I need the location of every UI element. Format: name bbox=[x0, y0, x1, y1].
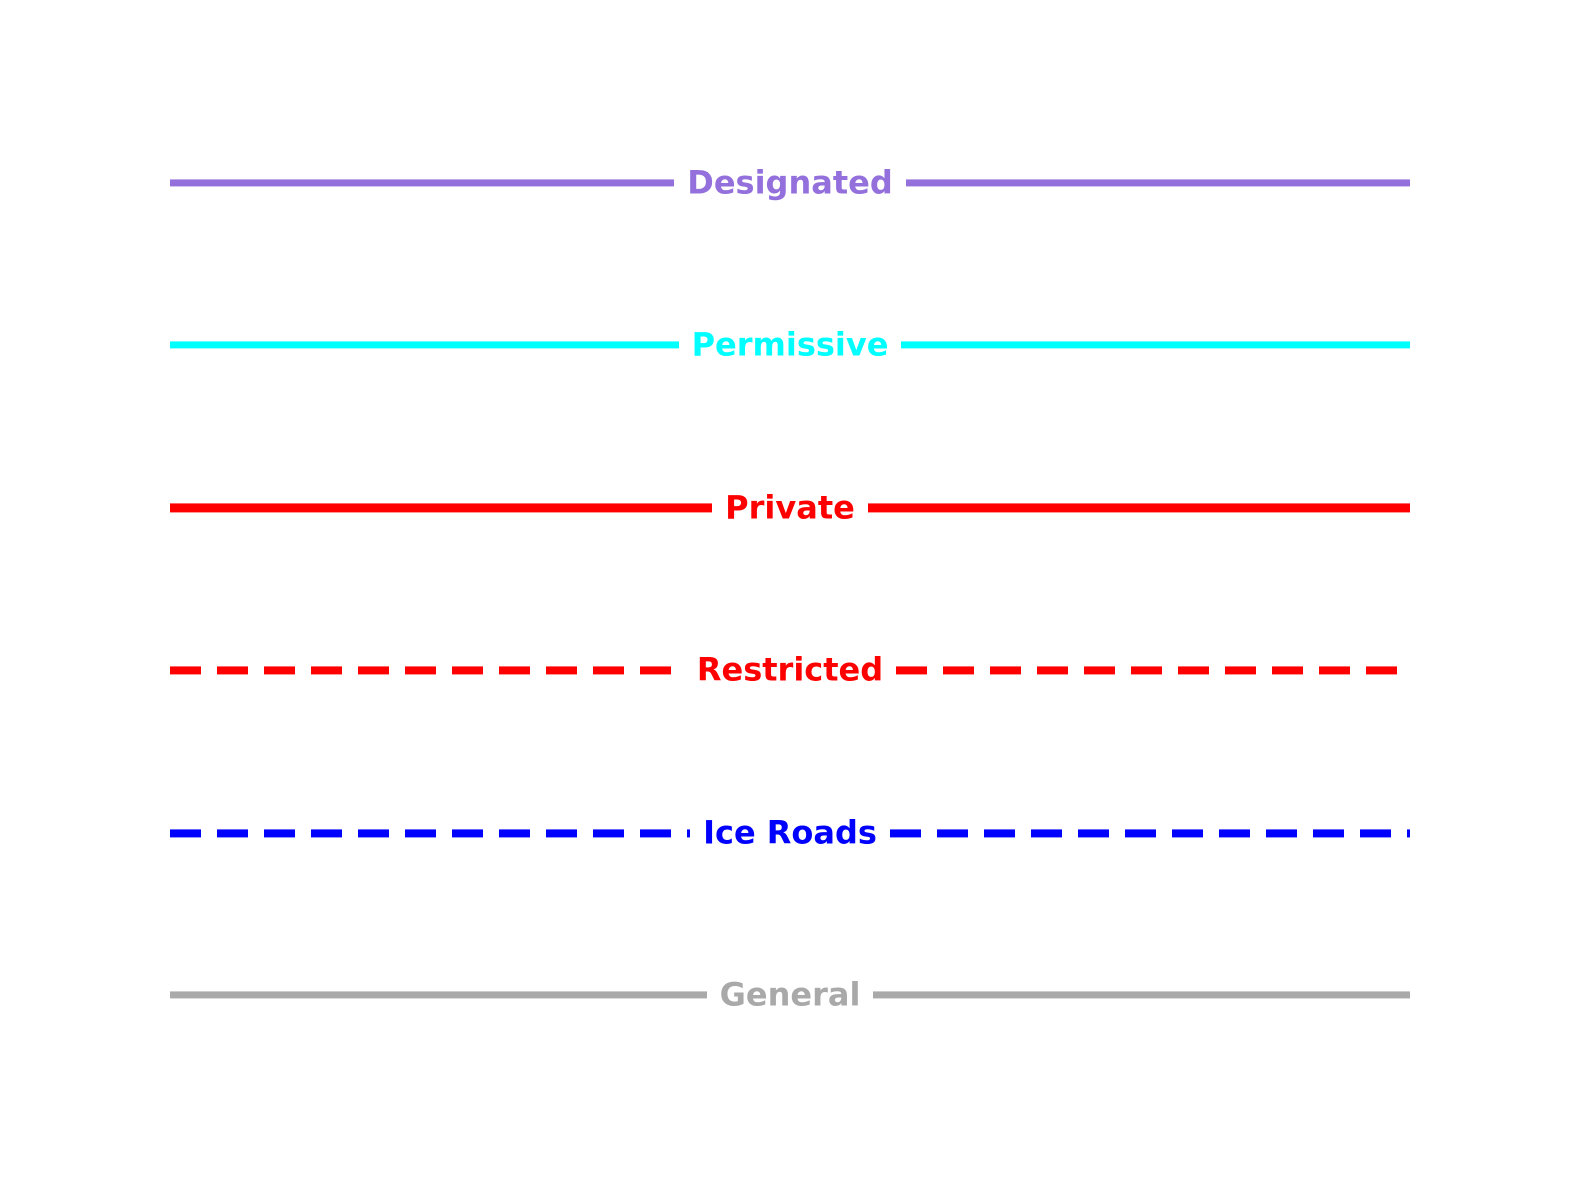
ice-roads-line-sample-right bbox=[889, 829, 1411, 837]
legend-label-ice-roads: Ice Roads bbox=[703, 813, 877, 852]
legend-row-private: Private bbox=[170, 490, 1410, 525]
legend-row-general: General bbox=[170, 975, 1411, 1014]
private-line-sample-left bbox=[170, 503, 713, 513]
legend-row-restricted: Restricted bbox=[170, 652, 1410, 687]
private-line-sample-right bbox=[867, 503, 1410, 513]
permissive-line-sample-left bbox=[170, 341, 679, 349]
designated-line-sample-right bbox=[905, 179, 1410, 187]
general-line-sample-right bbox=[873, 991, 1411, 999]
legend-row-ice-roads: Ice Roads bbox=[170, 813, 1411, 852]
legend-label-permissive: Permissive bbox=[691, 325, 889, 364]
permissive-line-sample-right bbox=[901, 341, 1410, 349]
legend-label-private: Private bbox=[725, 488, 855, 527]
ice-roads-line-sample-left bbox=[170, 829, 691, 837]
legend-row-permissive: Permissive bbox=[170, 327, 1410, 362]
legend-label-general: General bbox=[719, 975, 861, 1014]
restricted-line-sample-left bbox=[170, 666, 684, 674]
legend-row-designated: Designated bbox=[170, 165, 1410, 200]
restricted-line-sample-right bbox=[896, 666, 1410, 674]
legend-label-designated: Designated bbox=[687, 163, 893, 202]
legend-label-restricted: Restricted bbox=[696, 650, 884, 689]
designated-line-sample-left bbox=[170, 179, 675, 187]
general-line-sample-left bbox=[170, 991, 707, 999]
